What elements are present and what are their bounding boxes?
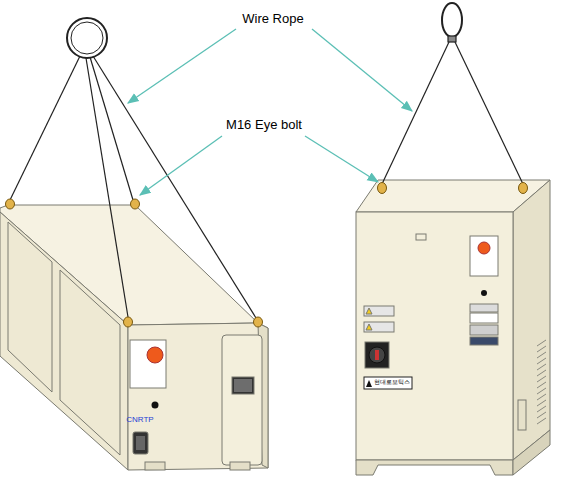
vent-slot bbox=[537, 352, 546, 358]
part-label: M16 Eye bolt bbox=[226, 118, 302, 132]
eye-bolt bbox=[6, 199, 263, 327]
vent-slot bbox=[537, 418, 546, 424]
wire-rope bbox=[10, 18, 256, 318]
vent-slot bbox=[537, 400, 546, 406]
left-cabinet bbox=[0, 205, 268, 470]
vent-slot bbox=[537, 406, 546, 412]
vent-slot bbox=[537, 346, 546, 352]
leader-line bbox=[128, 29, 412, 195]
eye-bolt bbox=[378, 183, 528, 194]
vent-slot bbox=[537, 388, 546, 394]
vent-slot bbox=[537, 394, 546, 400]
vent-slot bbox=[537, 340, 546, 346]
vent-slot bbox=[537, 412, 546, 418]
vent-slot bbox=[537, 370, 546, 376]
wire-rope bbox=[382, 3, 523, 184]
vent-slot bbox=[537, 376, 546, 382]
sticker-text: 현대로보틱스 bbox=[374, 379, 410, 386]
vent-slot bbox=[537, 382, 546, 388]
part-label: Wire Rope bbox=[242, 12, 303, 26]
right-cabinet bbox=[356, 180, 550, 475]
vent-slots bbox=[537, 340, 546, 424]
connector-label: CNRTP bbox=[126, 416, 153, 425]
vent-slot bbox=[537, 358, 546, 364]
vent-slot bbox=[537, 364, 546, 370]
